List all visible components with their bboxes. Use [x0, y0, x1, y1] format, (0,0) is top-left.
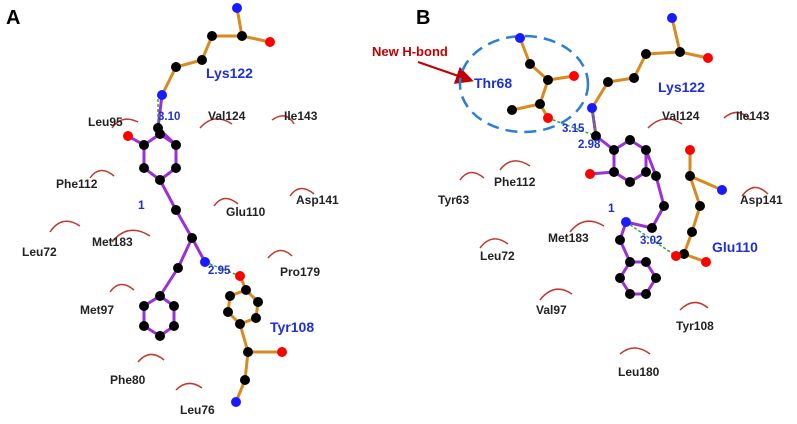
panel-b-res-val124: Val124	[662, 109, 700, 123]
panel-a-lys122-residue	[160, 7, 271, 96]
panel-b-lys122-label: Lys122	[658, 79, 705, 95]
panel-a-res-ile143: Ile143	[284, 109, 318, 123]
panel-b-thr68-label: Thr68	[474, 75, 512, 91]
panel-a-res-leu76: Leu76	[180, 403, 215, 417]
panel-a-res-pro179: Pro179	[280, 265, 320, 279]
panel-a: A	[6, 3, 339, 417]
panel-b-res-ile143: Ile143	[736, 109, 770, 123]
panel-b-dist-lys122: 2.98	[578, 139, 601, 151]
panel-b-res-met183: Met183	[548, 231, 589, 245]
panel-b-hydrophobic-arcs	[459, 111, 769, 355]
panel-b-res-asp141: Asp141	[740, 193, 783, 207]
panel-b-glu110-label: Glu110	[712, 239, 758, 255]
panel-b-new-hbond-annotation: New H-bond	[372, 44, 448, 59]
panel-b: B New H-bond	[372, 7, 783, 379]
panel-a-dist-lys122: 3.10	[158, 111, 180, 123]
panel-a-ligand-number: 1	[138, 198, 145, 212]
panel-b-dist-glu110: 3.02	[640, 235, 662, 247]
panel-a-res-phe112: Phe112	[56, 177, 98, 191]
panel-b-dist-thr68: 3.15	[562, 123, 585, 135]
panel-b-ligand-number: 1	[608, 201, 615, 215]
panel-b-hbonds	[547, 107, 677, 257]
panel-a-tyr108-residue	[226, 275, 282, 403]
panel-a-res-met97: Met97	[80, 303, 114, 317]
panel-a-label: A	[6, 7, 20, 29]
panel-b-atoms	[507, 13, 727, 299]
panel-a-res-met183: Met183	[92, 235, 133, 249]
panel-b-res-phe112: Phe112	[494, 175, 536, 189]
panel-a-hydrophobic-arcs	[49, 115, 315, 391]
panel-b-res-val97: Val97	[536, 303, 567, 317]
panel-a-ligand	[127, 94, 207, 338]
panel-b-ligand	[589, 107, 666, 296]
panel-b-res-tyr63: Tyr63	[438, 193, 469, 207]
panel-b-thr68-highlight	[458, 34, 590, 134]
panel-a-res-phe80: Phe80	[110, 373, 146, 387]
panel-b-label: B	[416, 7, 430, 29]
panel-a-res-glu110: Glu110	[226, 205, 266, 219]
panel-a-res-leu95: Leu95	[88, 115, 123, 129]
panel-a-lys122-label: Lys122	[206, 65, 253, 81]
panel-a-hbonds	[157, 94, 241, 277]
panel-a-res-val124: Val124	[208, 109, 246, 123]
panel-b-res-leu72: Leu72	[480, 249, 515, 263]
panel-a-res-leu72: Leu72	[22, 245, 57, 259]
panel-a-tyr108-label: Tyr108	[270, 319, 314, 335]
panel-b-annotation-arrow	[417, 61, 474, 84]
panel-a-res-asp141: Asp141	[296, 193, 339, 207]
panel-b-res-tyr108: Tyr108	[676, 319, 714, 333]
panel-a-atoms	[123, 3, 287, 407]
panel-b-res-leu180: Leu180	[618, 365, 660, 379]
panel-a-dist-tyr108: 2.95	[208, 265, 231, 277]
